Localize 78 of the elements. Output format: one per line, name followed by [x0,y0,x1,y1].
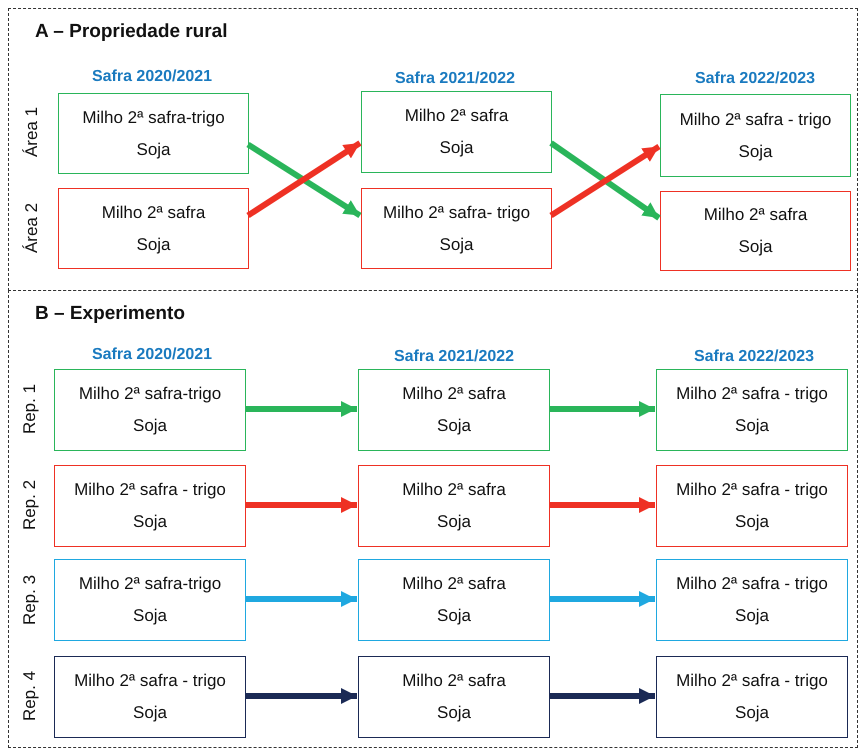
crop-label: Milho 2ª safra - trigo [74,671,226,691]
crop-label: Milho 2ª safra- trigo [382,202,530,222]
crop-label: Soja [734,416,770,436]
crop-label: Milho 2ª safra - trigo [676,671,828,691]
crop-box [54,656,246,738]
row-label: Rep. 1 [20,384,40,434]
column-header: Safra 2022/2023 [694,348,814,366]
crop-label: Soja [436,512,472,532]
crop-label: Milho 2ª safra [402,574,506,594]
arrow [549,497,655,513]
column-header: Safra 2020/2021 [92,346,212,364]
crop-box [358,656,550,738]
crop-box [656,465,848,547]
crop-label: Milho 2ª safra-trigo [78,574,222,594]
crop-label: Soja [738,142,773,162]
crop-box [361,188,552,269]
crop-box [54,369,246,451]
crop-label: Soja [136,234,171,254]
crop-box [656,656,848,738]
crop-box [660,191,851,271]
crop-box [361,91,552,173]
crop-label: Soja [436,606,472,626]
section-frame [8,8,858,291]
crop-label: Milho 2ª safra-trigo [82,108,225,128]
crop-box [656,369,848,451]
crop-box [54,559,246,641]
crop-label: Milho 2ª safra - trigo [680,110,832,130]
arrow [245,401,357,417]
crop-box [358,369,550,451]
crop-label: Milho 2ª safra [404,106,508,126]
crop-label: Soja [136,140,171,160]
crop-label: Soja [132,606,168,626]
crop-label: Soja [132,512,168,532]
crop-label: Milho 2ª safra-trigo [78,384,222,404]
crop-label: Milho 2ª safra - trigo [676,574,828,594]
row-label: Área 1 [22,106,42,158]
crop-label: Soja [439,138,474,158]
crop-label: Milho 2ª safra [402,671,506,691]
arrow [549,591,655,607]
column-header: Safra 2020/2021 [92,68,212,86]
crop-label: Milho 2ª safra - trigo [676,480,828,500]
crop-label: Soja [436,416,472,436]
crop-label: Milho 2ª safra [102,202,206,222]
row-label: Rep. 3 [20,574,40,626]
row-label: Área 2 [22,202,42,254]
crop-box [58,93,249,174]
row-label: Rep. 4 [20,670,40,722]
crop-label: Milho 2ª safra [402,480,506,500]
row-label: Rep. 2 [20,480,40,530]
crop-label: Milho 2ª safra [704,205,808,225]
crop-box [54,465,246,547]
column-header: Safra 2021/2022 [394,70,516,88]
arrow [245,497,357,513]
section-title: A – Propriedade rural [35,21,228,43]
arrow [245,591,357,607]
crop-box [358,465,550,547]
crop-label: Soja [132,416,168,436]
arrow [245,688,357,704]
arrow [549,401,655,417]
section-title: B – Experimento [35,303,185,325]
arrow [549,688,655,704]
crop-box [660,94,851,177]
crop-box [58,188,249,269]
crop-label: Soja [439,234,474,254]
crop-label: Soja [734,606,770,626]
crop-label: Soja [132,703,168,723]
crop-label: Milho 2ª safra - trigo [74,480,226,500]
column-header: Safra 2022/2023 [694,70,816,88]
crop-label: Milho 2ª safra - trigo [676,384,828,404]
column-header: Safra 2021/2022 [394,348,514,366]
crop-label: Soja [436,703,472,723]
crop-label: Soja [738,237,773,257]
crop-label: Soja [734,703,770,723]
section-frame [8,290,858,748]
crop-box [656,559,848,641]
crop-label: Milho 2ª safra [402,384,506,404]
crop-box [358,559,550,641]
crop-label: Soja [734,512,770,532]
